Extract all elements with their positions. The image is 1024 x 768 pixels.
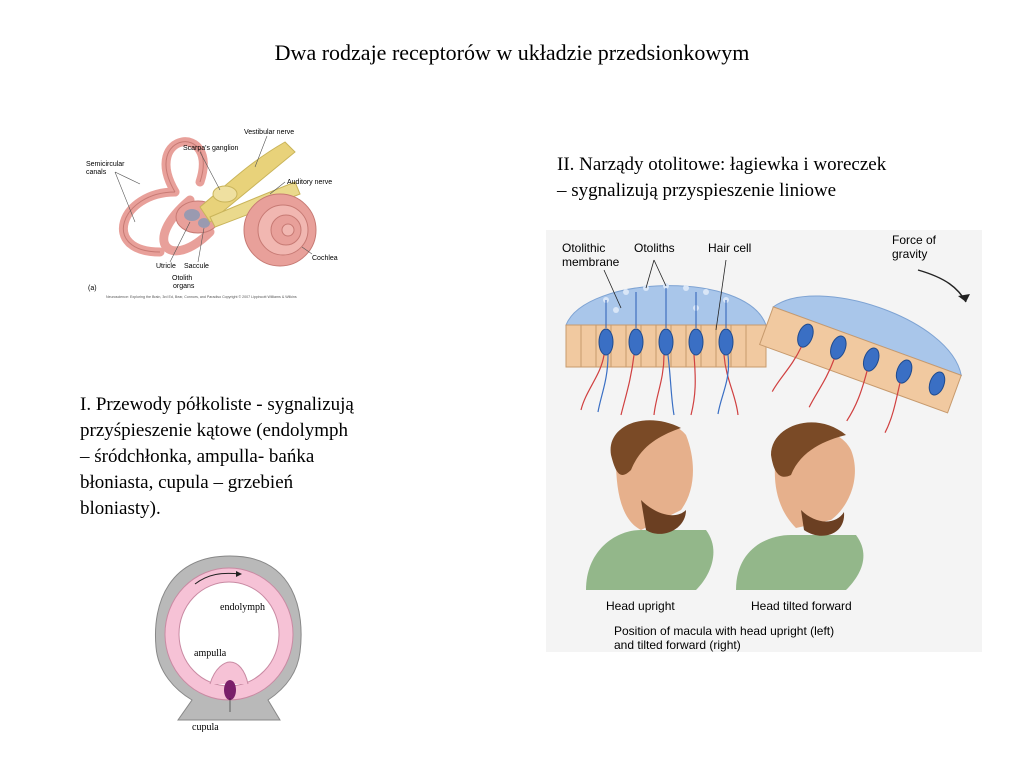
macula-upright-illustration (565, 283, 767, 416)
cupula-label: cupula (192, 722, 219, 732)
force-of-gravity-label: Force of (892, 233, 937, 247)
saccule-label: Saccule (184, 263, 209, 270)
canal-text-line: – śródchłonka, ampulla- bańka (80, 446, 315, 467)
utricle-illustration (184, 209, 200, 221)
macula-caption-line: Position of macula with head upright (le… (614, 624, 834, 638)
ampulla-label: ampulla (194, 648, 227, 659)
canal-text-line: błoniasta, cupula – grzebień (80, 472, 294, 493)
semicircular-canals-description: I. Przewody półkoliste - sygnalizują prz… (80, 392, 425, 522)
head-upright-label: Head upright (606, 599, 675, 613)
ampulla-illustration (209, 661, 249, 685)
vestibular-nerve-label: Vestibular nerve (244, 129, 294, 136)
utricle-label: Utricle (156, 263, 176, 270)
canal-text-line: bloniasty). (80, 498, 161, 519)
head-tilted-label: Head tilted forward (751, 599, 852, 613)
semicircular-canals-label: Semicircular (86, 161, 125, 168)
hair-cell-label: Hair cell (708, 241, 751, 255)
macula-tilted-illustration (758, 295, 962, 433)
macula-caption-line: and tilted forward (right) (614, 638, 741, 652)
canal-text-line: przyśpieszenie kątowe (endolymph (80, 420, 349, 441)
macula-figure: Otolithic membrane Otoliths Hair cell Fo… (546, 230, 982, 652)
scarpas-ganglion-label: Scarpa's ganglion (183, 145, 239, 152)
head-tilted-illustration (736, 422, 864, 590)
inner-ear-figure: Vestibular nerve Scarpa's ganglion Semic… (86, 129, 338, 299)
hair-cells (598, 328, 734, 356)
canal-text-line: I. Przewody półkoliste - sygnalizują (80, 394, 354, 415)
otolithic-membrane-label: membrane (562, 255, 620, 269)
otoliths-label: Otoliths (634, 241, 675, 255)
semicircular-canal-figure: endolymph ampulla cupula (154, 555, 302, 732)
panel-label: (a) (88, 285, 97, 292)
otolith-organs-label: organs (173, 283, 195, 290)
figure-credit: Neuroscience: Exploring the Brain, 3rd E… (106, 295, 297, 299)
scarpas-ganglion-illustration (212, 185, 238, 203)
endolymph-label: endolymph (220, 602, 265, 613)
cochlea-illustration (243, 193, 317, 267)
force-of-gravity-label: gravity (892, 247, 927, 261)
saccule-illustration (198, 218, 210, 228)
otolith-organs-description: II. Narządy otolitowe: łagiewka i worecz… (557, 152, 977, 204)
endolymph-flow-arrow (194, 572, 241, 585)
otolith-text-line: II. Narządy otolitowe: łagiewka i worecz… (557, 154, 887, 175)
otolithic-membrane-label: Otolithic (562, 241, 605, 255)
page-title: Dwa rodzaje receptorów w układzie przeds… (274, 40, 750, 65)
otolith-organs-label: Otolith (172, 275, 192, 282)
cochlea-label: Cochlea (312, 255, 338, 262)
semicircular-canals-label: canals (86, 169, 107, 176)
auditory-nerve-label: Auditory nerve (287, 179, 332, 186)
otolith-text-line: – sygnalizują przyspieszenie liniowe (557, 180, 837, 201)
cupula-illustration (224, 680, 236, 700)
head-upright-illustration (586, 420, 714, 590)
